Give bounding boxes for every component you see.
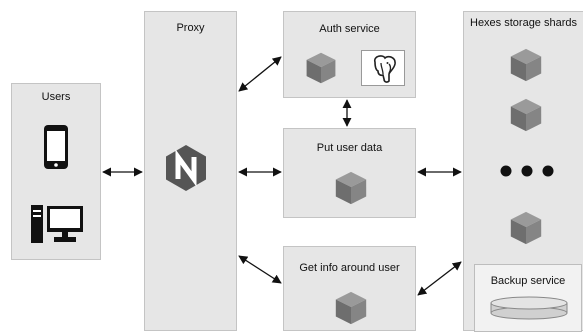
- phone-icon: [44, 125, 68, 169]
- storage-shards-label: Hexes storage shards: [470, 17, 577, 29]
- get-info-label: Get info around user: [299, 262, 400, 274]
- postgresql-database: [361, 50, 405, 86]
- ellipsis-icon: [500, 165, 554, 177]
- users-label: Users: [41, 91, 71, 103]
- auth-service-node: Auth service: [283, 11, 416, 98]
- put-user-data-node: Put user data: [283, 128, 416, 218]
- postgresql-elephant-icon: [373, 55, 396, 83]
- proxy-node: Proxy: [144, 11, 237, 331]
- backup-service-label: Backup service: [490, 275, 566, 287]
- put-user-data-label: Put user data: [316, 142, 383, 154]
- desktop-computer-icon: [31, 205, 83, 243]
- backup-service-node: Backup service: [474, 264, 582, 332]
- get-info-node: Get info around user: [283, 246, 416, 331]
- storage-shards-node: Hexes storage shards Backup service: [463, 11, 583, 332]
- auth-service-label: Auth service: [319, 23, 380, 35]
- disk-icon: [490, 296, 568, 320]
- nginx-icon: [166, 145, 206, 191]
- get-storage-edge: [417, 261, 462, 296]
- proxy-label: Proxy: [176, 22, 205, 34]
- proxy-get-edge: [238, 255, 282, 284]
- users-node: Users: [11, 83, 101, 260]
- proxy-auth-edge: [238, 56, 282, 92]
